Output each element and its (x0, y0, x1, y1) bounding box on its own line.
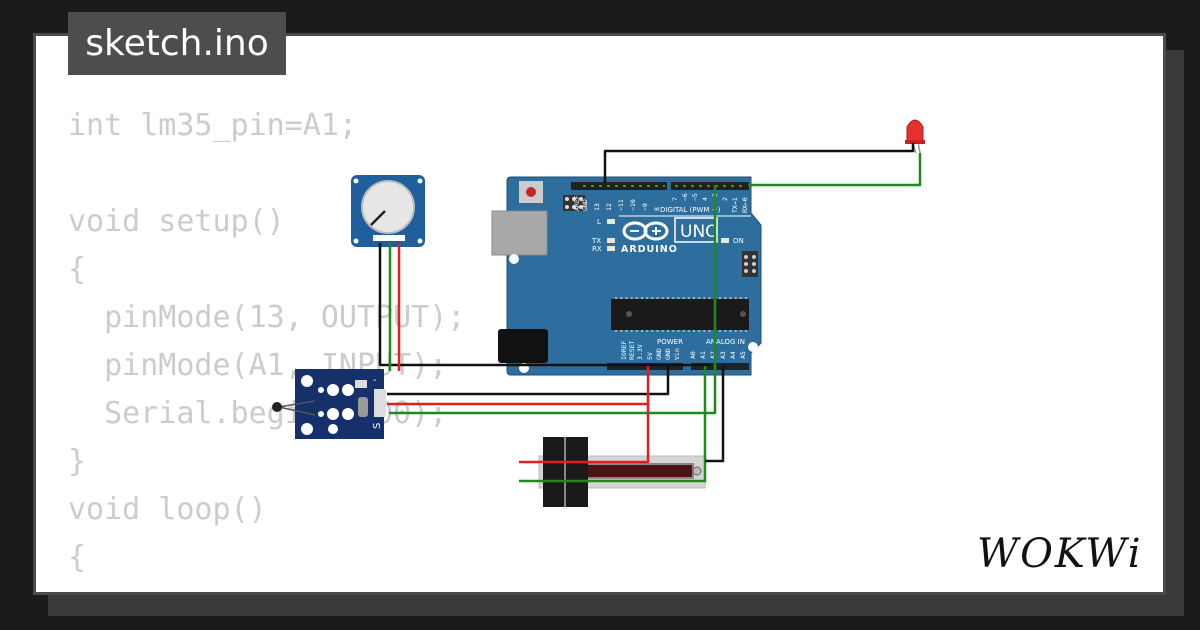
atmega-chip (611, 299, 749, 330)
pin-label-3v3: 3.3V (636, 344, 644, 360)
wire-led-gnd (603, 143, 915, 183)
pin-label-gnd: GND (581, 199, 589, 211)
pot-knob[interactable] (361, 180, 415, 234)
wire-sensor-signal (389, 185, 717, 415)
pin-label-8: 8 (653, 207, 661, 211)
arduino-brand-text: ARDUINO (621, 244, 678, 255)
pin-label-4: 4 (701, 197, 709, 201)
wokwi-logo-text: WOKWi (977, 531, 1143, 577)
code-line: void setup() (68, 204, 285, 239)
pin-label-12: 12 (605, 203, 613, 211)
chip-dot (740, 311, 746, 317)
power-jack (498, 329, 548, 363)
status-leds: L TX RX ON (591, 218, 744, 253)
circuit-diagram: AREF GND 13 12 ~11 ~10 ~9 8 7 ~6 ~5 4 ~3… (272, 119, 925, 507)
pin-label-a4: A4 (729, 351, 737, 359)
power-section-label: POWER (657, 338, 683, 346)
digital-header-left[interactable] (571, 182, 667, 190)
atmega-pins (615, 297, 747, 332)
pin-label-gnd-1: GND (655, 348, 663, 360)
rotary-potentiometer[interactable] (351, 175, 425, 247)
pin-label-tx: TX→1 (731, 197, 739, 213)
pin-label-6: ~6 (681, 193, 689, 201)
digital-section-label: DIGITAL (PWM ~) (660, 206, 721, 214)
wokwi-logo[interactable]: WOKWi (975, 525, 1155, 585)
wire-slider-gnd (705, 366, 725, 463)
led-tx-label: TX (591, 237, 601, 245)
power-header[interactable] (607, 363, 683, 370)
code-line: int lm35_pin=A1; (68, 108, 357, 143)
pin-label-a0: A0 (689, 351, 697, 359)
wire-slider-signal (519, 366, 707, 483)
power-pin-labels: IOREF RESET 3.3V 5V GND GND Vin A0 A1 A2… (620, 340, 747, 360)
pin-label-gnd-2: GND (664, 348, 672, 360)
pin-label-13: 13 (593, 203, 601, 211)
led-rx-label: RX (592, 245, 602, 253)
arduino-logo: ARDUINO UNO (621, 217, 719, 255)
uno-model-text: UNO (680, 222, 719, 242)
mount-hole (748, 342, 758, 352)
wire-sensor-gnd (387, 366, 670, 396)
pin-label-2: 2 (721, 197, 729, 201)
pin-label-9: ~9 (641, 203, 649, 211)
pin-label-7: 7 (671, 197, 679, 201)
code-line: void loop() (68, 492, 267, 527)
sensor-pin-label-s: S (372, 423, 383, 429)
led-l-label: L (597, 218, 601, 226)
code-line: { (68, 540, 87, 575)
pot-indicator (370, 210, 386, 226)
icsp-header (563, 195, 585, 211)
usb-port (491, 210, 548, 256)
reset-button-cap[interactable] (526, 187, 536, 197)
pin-label-a1: A1 (699, 351, 707, 359)
sensor-pin-label-minus: - (373, 375, 377, 386)
wire-pot-gnd (378, 243, 711, 367)
pin-label-reset: RESET (628, 340, 636, 360)
red-led[interactable] (905, 119, 925, 154)
pin-label-aref: AREF (573, 195, 581, 211)
code-line: pinMode(13, OUTPUT); (68, 300, 466, 335)
led-on-label: ON (733, 237, 744, 245)
code-line: { (68, 252, 87, 287)
code-editor-preview: int lm35_pin=A1;void setup() { pinMode(13… (68, 102, 466, 592)
pin-label-a3: A3 (719, 351, 727, 359)
wire-slider-vcc (519, 403, 650, 464)
arduino-uno-board[interactable]: AREF GND 13 12 ~11 ~10 ~9 8 7 ~6 ~5 4 ~3… (491, 176, 762, 376)
wire-led-signal (748, 153, 922, 187)
pin-label-10: ~10 (629, 199, 637, 211)
file-tab-sketch[interactable]: sketch.ino (68, 12, 286, 75)
pin-label-5: ~5 (691, 193, 699, 201)
pin-label-vin: Vin (673, 348, 681, 360)
project-preview-card[interactable]: int lm35_pin=A1;void setup() { pinMode(13… (33, 33, 1166, 595)
pin-label-a5: A5 (739, 351, 747, 359)
slide-potentiometer[interactable] (538, 437, 706, 507)
pin-label-a2: A2 (709, 351, 717, 359)
pin-label-5v: 5V (646, 352, 654, 360)
code-line: int temp_adc_val; (68, 582, 465, 592)
pin-label-11: ~11 (617, 199, 625, 211)
pot-pins (373, 235, 405, 241)
mount-hole (509, 254, 519, 264)
pin-label-ioref: IOREF (620, 340, 628, 360)
uno-badge-frame (674, 217, 718, 243)
analog-header[interactable] (691, 363, 749, 370)
icsp-header-right (742, 251, 758, 277)
chip-notch (626, 311, 632, 317)
code-line: } (68, 444, 87, 479)
analog-section-label: ANALOG IN (706, 338, 745, 346)
pin-label-rx: RX←0 (741, 197, 749, 213)
wires (378, 143, 922, 483)
temperature-sensor-module[interactable]: - S (272, 369, 386, 439)
thermistor-bulb (272, 402, 282, 412)
